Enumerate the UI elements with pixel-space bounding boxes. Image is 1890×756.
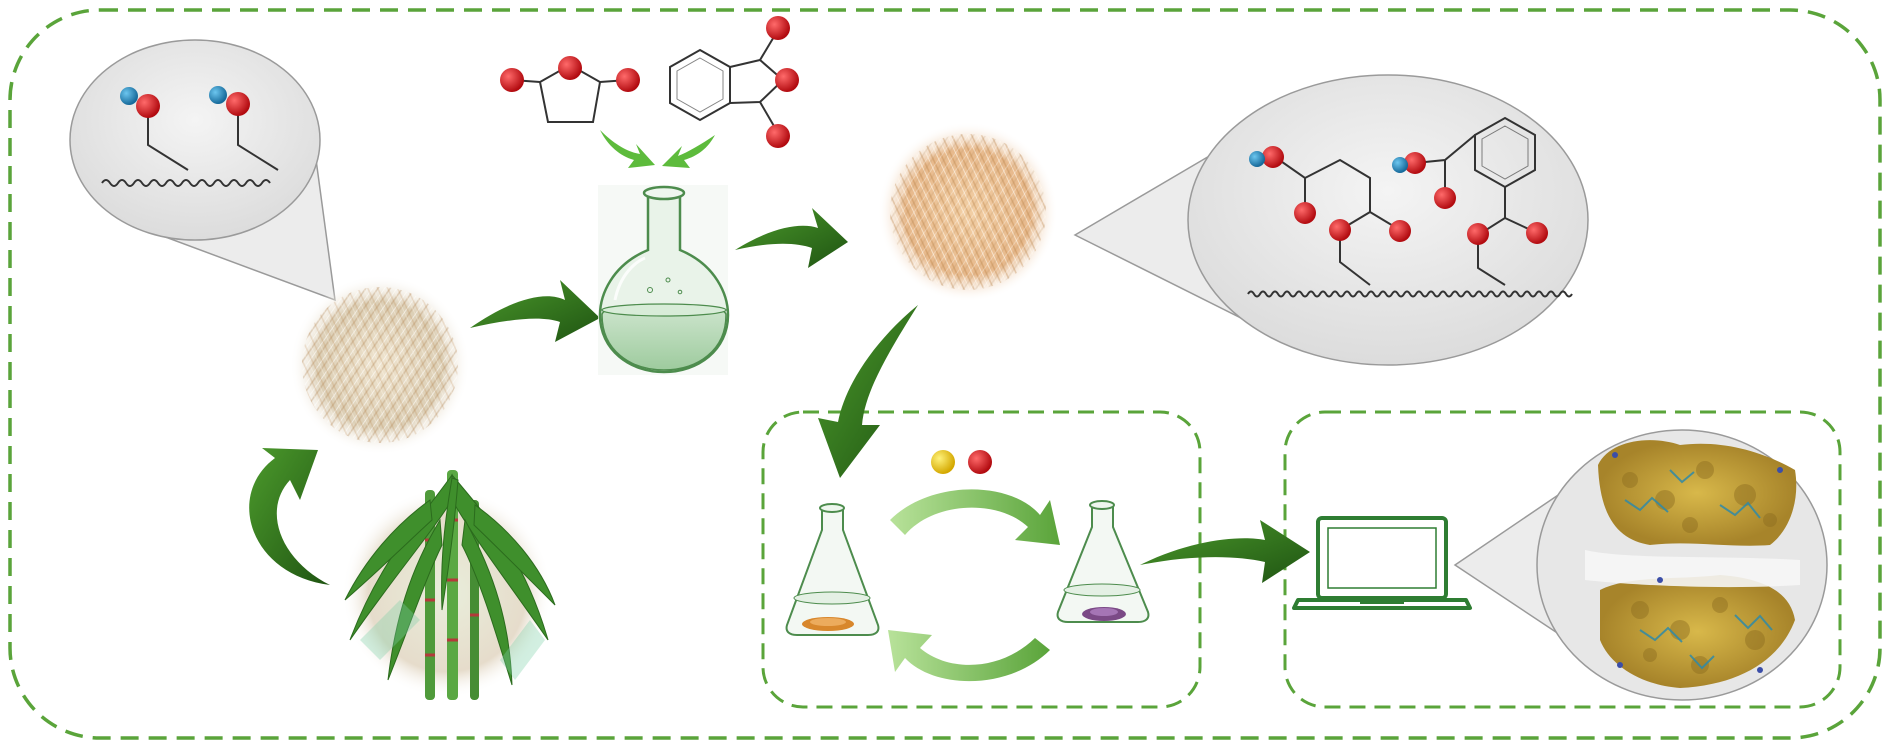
hydrogen-atom [209,86,227,104]
oxygen-atom [1526,222,1548,244]
modified-bagasse-fiber-icon [878,122,1058,302]
oxygen-atom [766,124,790,148]
sugarcane-plant-icon [342,470,556,700]
cycle-arrow-forward [890,489,1060,545]
oxygen-atom [558,56,582,80]
oxygen-atom [1467,223,1489,245]
oxygen-atom [616,68,640,92]
protein-surface-bottom [1600,575,1795,688]
hydrogen-atom [120,87,138,105]
phthalic-anhydride-icon [669,16,799,148]
cycle-arrow-backward [888,630,1050,682]
oxygen-atom [1329,219,1351,241]
erlenmeyer-flask-icon [1056,500,1150,623]
arrow-fiber-to-flask [470,280,600,342]
modified-fiber-zoom-bubble [1073,74,1589,366]
reagent-arrows [600,130,715,168]
metal-ion-red [968,450,992,474]
succinate-chain [1274,156,1371,286]
polymer-backbone [101,179,271,187]
succinic-anhydride-icon [500,56,640,123]
oxygen-atom [775,68,799,92]
hydrogen-atom [1249,151,1265,167]
cycle-arrows [888,489,1060,682]
oxygen-atom [136,94,160,118]
arrow-adsorption-to-simulation [1140,520,1310,583]
simulation-zoom-bubble [1453,429,1828,701]
protein-surface-top [1598,440,1797,546]
hydrogen-atom [1392,157,1408,173]
polymer-backbone [1247,290,1573,298]
outer-dashed-border [8,8,1882,740]
oxygen-atom [1389,220,1411,242]
round-bottom-flask-icon [598,185,730,375]
erlenmeyer-flask-icon [785,503,880,636]
ethyl-chain [237,110,279,171]
oxygen-atom [766,16,790,40]
oxygen-atom [226,92,250,116]
laptop-icon [1292,516,1472,610]
oxygen-atom [1294,202,1316,224]
raw-bagasse-fiber-icon [290,275,470,455]
arrow-plant-to-fiber [249,448,330,585]
arrow-flask-to-modified-fiber [735,208,848,268]
ethyl-chain [147,110,189,171]
oxygen-atom [1262,146,1284,168]
oxygen-atom [1434,187,1456,209]
raw-fiber-zoom-bubble [69,39,336,302]
arrow-modified-fiber-to-adsorption [818,305,918,478]
oxygen-atom [1404,152,1426,174]
oxygen-atom [500,68,524,92]
metal-ions [931,450,992,474]
adsorption-dashed-box [761,410,1202,709]
metal-ion-yellow [931,450,955,474]
